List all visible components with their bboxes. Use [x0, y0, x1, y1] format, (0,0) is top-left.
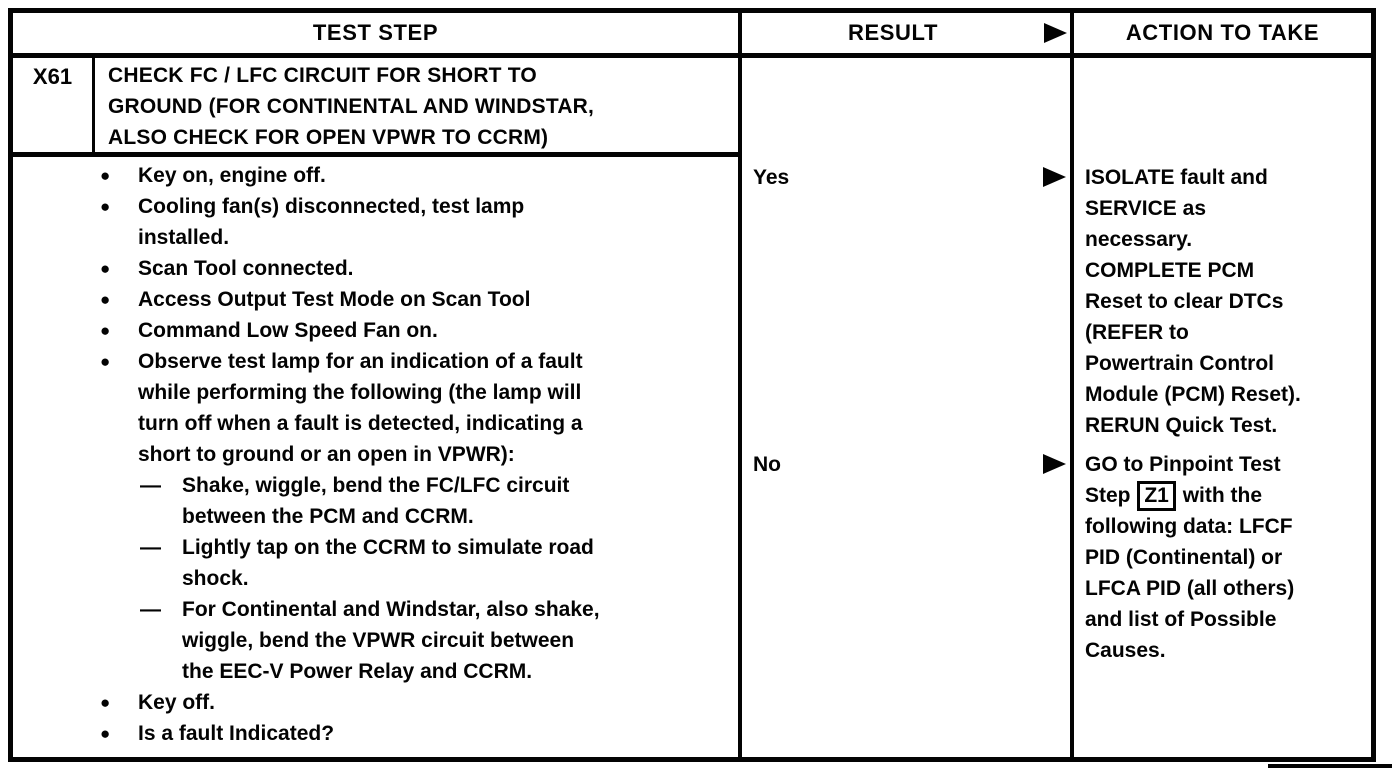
list-item-text: Shake, wiggle, bend the FC/LFC circuit b…	[182, 474, 570, 528]
list-item: ● Key off.	[100, 687, 738, 718]
list-item: ● Access Output Test Mode on Scan Tool	[100, 284, 738, 315]
step-title-row: X61 CHECK FC / LFC CIRCUIT FOR SHORT TO …	[13, 58, 738, 157]
header-action-to-take: ACTION TO TAKE	[1074, 13, 1371, 58]
list-subitem: — For Continental and Windstar, also sha…	[140, 594, 738, 687]
bullet-icon: ●	[100, 166, 111, 185]
list-item-text: Access Output Test Mode on Scan Tool	[138, 288, 531, 311]
bullet-icon: ●	[100, 724, 111, 743]
pinpoint-step-ref-z1: Z1	[1137, 481, 1176, 511]
result-yes-row: Yes	[753, 162, 1066, 193]
list-item-question: ● Is a fault Indicated?	[100, 718, 738, 749]
list-subitem: — Shake, wiggle, bend the FC/LFC circuit…	[140, 470, 738, 532]
header-test-step-label: TEST STEP	[312, 20, 439, 45]
bullet-icon: ●	[100, 352, 111, 371]
list-item-text: Cooling fan(s) disconnected, test lamp i…	[138, 195, 525, 249]
bullet-icon: ●	[100, 197, 111, 216]
result-no-row: No	[753, 449, 1066, 480]
right-arrow-icon	[1043, 167, 1066, 187]
right-arrow-icon	[1044, 23, 1067, 43]
list-item: ● Key on, engine off.	[100, 160, 738, 191]
test-step-column: X61 CHECK FC / LFC CIRCUIT FOR SHORT TO …	[13, 58, 742, 757]
list-item-text: Lightly tap on the CCRM to simulate road…	[182, 536, 594, 590]
header-result-label: RESULT	[848, 20, 938, 45]
list-item: ● Scan Tool connected.	[100, 253, 738, 284]
right-arrow-icon	[1043, 454, 1066, 474]
action-no-text-before: GO to Pinpoint Test Step	[1085, 453, 1281, 507]
dash-icon: —	[140, 536, 161, 559]
header-test-step: TEST STEP	[13, 13, 742, 58]
dash-icon: —	[140, 474, 161, 497]
step-id: X61	[13, 58, 95, 153]
action-no-text: GO to Pinpoint Test Step Z1 with the fol…	[1085, 449, 1366, 666]
list-item-text: Key on, engine off.	[138, 164, 326, 187]
list-item-text: For Continental and Windstar, also shake…	[182, 598, 600, 683]
action-yes-text: ISOLATE fault and SERVICE as necessary. …	[1085, 166, 1301, 437]
scan-artifact	[1268, 764, 1392, 768]
list-item: ● Observe test lamp for an indication of…	[100, 346, 738, 470]
header-result: RESULT	[742, 13, 1074, 58]
list-item-text: Key off.	[138, 691, 216, 714]
result-no-label: No	[753, 453, 781, 476]
bullet-icon: ●	[100, 259, 111, 278]
list-item: ● Command Low Speed Fan on.	[100, 315, 738, 346]
list-subitem: — Lightly tap on the CCRM to simulate ro…	[140, 532, 738, 594]
action-no-text-after: with the following data: LFCF PID (Conti…	[1085, 484, 1295, 662]
header-action-label: ACTION TO TAKE	[1125, 20, 1320, 45]
pinpoint-test-table: TEST STEP RESULT ACTION TO TAKE X61 CHEC…	[8, 8, 1376, 762]
step-title: CHECK FC / LFC CIRCUIT FOR SHORT TO GROU…	[108, 64, 595, 149]
bullet-icon: ●	[100, 693, 111, 712]
action-column: ISOLATE fault and SERVICE as necessary. …	[1074, 58, 1371, 757]
list-item-text: Command Low Speed Fan on.	[138, 319, 438, 342]
list-item-text: Scan Tool connected.	[138, 257, 354, 280]
procedure-list: ● Key on, engine off. ● Cooling fan(s) d…	[13, 157, 738, 749]
list-item-text: Observe test lamp for an indication of a…	[138, 350, 583, 466]
result-column: Yes No	[742, 58, 1074, 757]
bullet-icon: ●	[100, 290, 111, 309]
result-yes-label: Yes	[753, 166, 790, 189]
dash-icon: —	[140, 598, 161, 621]
list-item: ● Cooling fan(s) disconnected, test lamp…	[100, 191, 738, 253]
list-item-text: Is a fault Indicated?	[138, 722, 335, 745]
bullet-icon: ●	[100, 321, 111, 340]
